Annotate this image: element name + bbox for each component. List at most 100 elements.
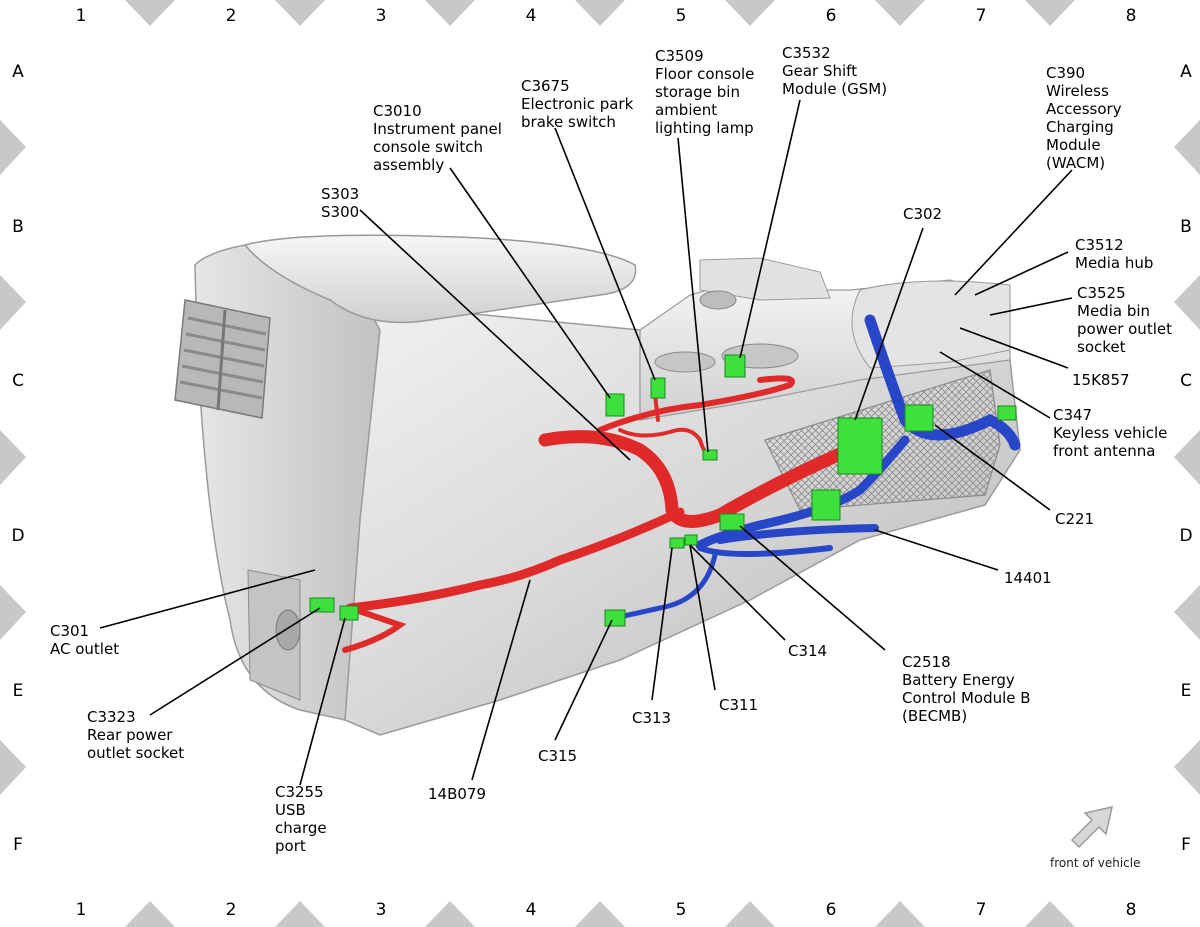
label-c301-line2: AC outlet (50, 640, 119, 658)
label-c3255-line1: C3255 (275, 783, 324, 801)
label-c2518-line2: Battery Energy (902, 671, 1015, 689)
connector-c347 (997, 405, 1017, 421)
connector-c3255 (339, 605, 359, 621)
grid-col-7: 7 (976, 6, 987, 26)
label-c3010-line3: console switch (373, 138, 483, 156)
label-c3509: C3509 Floor console storage bin ambient … (655, 47, 754, 137)
cup-holder-rear (654, 351, 716, 373)
grid-col-4: 4 (526, 900, 537, 920)
label-c3323-line1: C3323 (87, 708, 136, 726)
label-c3512-line1: C3512 (1075, 236, 1124, 254)
connector-c3532 (724, 354, 746, 378)
label-s303: S303 (321, 185, 359, 203)
connectors (309, 354, 1017, 627)
grid-col-3: 3 (376, 6, 387, 26)
label-s300: S300 (321, 203, 359, 221)
grid-col-8: 8 (1126, 6, 1137, 26)
armrest-lid (243, 234, 637, 324)
grid-col-3: 3 (376, 900, 387, 920)
label-c313: C313 (632, 709, 671, 727)
label-c302-line1: C302 (903, 205, 942, 223)
label-c3525-line2: Media bin (1077, 302, 1150, 320)
media-bin-cover (851, 280, 1011, 369)
label-15k857: 15K857 (1072, 371, 1130, 389)
label-c3010: C3010 Instrument panel console switch as… (373, 102, 502, 174)
label-c3010-line2: Instrument panel (373, 120, 502, 138)
connector-c313 (669, 537, 685, 549)
label-s303-s300: S303 S300 (321, 185, 359, 221)
harness-red (342, 375, 867, 653)
label-c3509-line3: storage bin (655, 83, 740, 101)
label-c3675-line1: C3675 (521, 77, 570, 95)
label-c3525: C3525 Media bin power outlet socket (1077, 284, 1172, 356)
label-c3010-line1: C3010 (373, 102, 422, 120)
ac-outlet-face (275, 609, 301, 651)
label-c315-line1: C315 (538, 747, 577, 765)
label-c3323: C3323 Rear power outlet socket (87, 708, 184, 762)
grid-col-2: 2 (226, 6, 237, 26)
label-c3675-line3: brake switch (521, 113, 616, 131)
grid-col-4: 4 (526, 6, 537, 26)
grid-row-e: E (1181, 681, 1192, 701)
grid-row-f: F (1181, 835, 1191, 855)
connector-c3010 (605, 393, 625, 417)
label-c390-line1: C390 (1046, 64, 1085, 82)
leader-lines (99, 99, 1073, 786)
grid-col-1: 1 (76, 6, 87, 26)
label-c311-line1: C311 (719, 696, 758, 714)
connector-c302 (837, 417, 883, 475)
label-c390-line4: Charging (1046, 118, 1114, 136)
grid-row-a: A (1180, 62, 1192, 82)
label-c3525-line1: C3525 (1077, 284, 1126, 302)
label-c314-line1: C314 (788, 642, 827, 660)
label-c311: C311 (719, 696, 758, 714)
connector-14401 (811, 489, 841, 521)
label-c301: C301 AC outlet (50, 622, 119, 658)
label-c3675-line2: Electronic park (521, 95, 634, 113)
label-c3010-line4: assembly (373, 156, 444, 174)
grid-row-a: A (12, 62, 24, 82)
grid-columns-top: 1 2 3 4 5 6 7 8 (76, 6, 1137, 26)
label-c347: C347 Keyless vehicle front antenna (1053, 406, 1167, 460)
vent-louvers (179, 316, 267, 400)
grid-row-b: B (1180, 217, 1192, 237)
label-c3255-line2: USB (275, 801, 306, 819)
grid-row-c: C (12, 371, 24, 391)
label-c3525-line3: power outlet (1077, 320, 1172, 338)
label-c3509-line2: Floor console (655, 65, 754, 83)
label-c347-line1: C347 (1053, 406, 1092, 424)
grid-row-d: D (11, 526, 24, 546)
label-c302: C302 (903, 205, 942, 223)
label-c347-line2: Keyless vehicle (1053, 424, 1167, 442)
label-c2518-line1: C2518 (902, 653, 951, 671)
label-c3509-line1: C3509 (655, 47, 704, 65)
label-c3532-line1: C3532 (782, 44, 831, 62)
front-of-vehicle-indicator: front of vehicle (1050, 806, 1140, 870)
label-14b079: 14B079 (428, 785, 486, 803)
label-c3255: C3255 USB charge port (275, 783, 327, 855)
label-c390-line6: (WACM) (1046, 154, 1105, 172)
grid-col-5: 5 (676, 6, 687, 26)
connector-c315 (604, 609, 626, 627)
label-c3532: C3532 Gear Shift Module (GSM) (782, 44, 887, 98)
grid-row-d: D (1179, 526, 1192, 546)
grid-col-2: 2 (226, 900, 237, 920)
label-c3532-line3: Module (GSM) (782, 80, 887, 98)
label-c3323-line2: Rear power (87, 726, 173, 744)
connector-c3509 (702, 449, 718, 461)
connector-c3323 (309, 597, 335, 613)
label-c390-line5: Module (1046, 136, 1101, 154)
grid-row-c: C (1180, 371, 1192, 391)
label-14b079-line1: 14B079 (428, 785, 486, 803)
grid-col-7: 7 (976, 900, 987, 920)
label-c3675: C3675 Electronic park brake switch (521, 77, 634, 131)
grid-col-8: 8 (1126, 900, 1137, 920)
label-c2518-line4: (BECMB) (902, 707, 967, 725)
label-c390-line2: Wireless (1046, 82, 1109, 100)
label-c313-line1: C313 (632, 709, 671, 727)
grid-rows-right: A B C D E F (1179, 62, 1192, 855)
label-c3512-line2: Media hub (1075, 254, 1153, 272)
grid-row-b: B (12, 217, 24, 237)
